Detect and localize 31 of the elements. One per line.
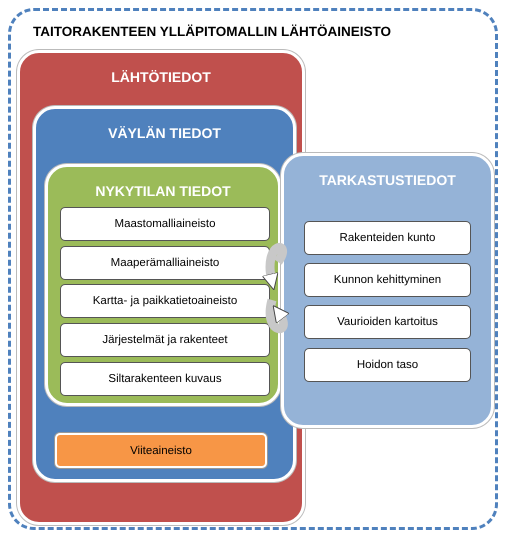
item-label: Maastomalliaineisto — [114, 218, 216, 230]
item-box — [304, 305, 471, 339]
dashed-frame — [8, 8, 498, 530]
panel-heading: TARKASTUSTIEDOT — [318, 172, 457, 188]
item-box — [55, 433, 267, 468]
item-label: Rakenteiden kunto — [340, 232, 436, 244]
group-panel — [33, 106, 296, 482]
panel-heading: LÄHTÖTIEDOT — [110, 69, 212, 85]
group-panel — [45, 164, 281, 406]
item-label: Vaurioiden kartoitus — [337, 316, 438, 328]
item-box — [60, 323, 270, 357]
item-label: Järjestelmät ja rakenteet — [102, 334, 228, 346]
item-box — [60, 207, 270, 241]
frame-heading: TAITORAKENTEEN YLLÄPITOMALLIN LÄHTÖAINEISTO — [33, 24, 392, 39]
item-box — [60, 284, 270, 318]
item-label: Maaperämalliaineisto — [110, 257, 220, 269]
group-panel — [17, 50, 305, 525]
item-label: Hoidon taso — [356, 359, 418, 371]
item-box — [60, 362, 270, 396]
group-panel — [281, 153, 494, 428]
item-box — [304, 221, 471, 255]
panel-heading: VÄYLÄN TIEDOT — [107, 125, 222, 141]
item-label: Siltarakenteen kuvaus — [108, 373, 222, 385]
item-label: Kunnon kehittyminen — [334, 274, 442, 286]
cycle-arrow — [266, 299, 290, 334]
item-box — [60, 246, 270, 280]
panel-heading: NYKYTILAN TIEDOT — [94, 183, 232, 199]
item-label: Viiteaineisto — [130, 444, 192, 456]
item-box — [304, 348, 471, 382]
item-label: Kartta- ja paikkatietoaineisto — [92, 295, 238, 307]
item-box — [304, 263, 471, 297]
